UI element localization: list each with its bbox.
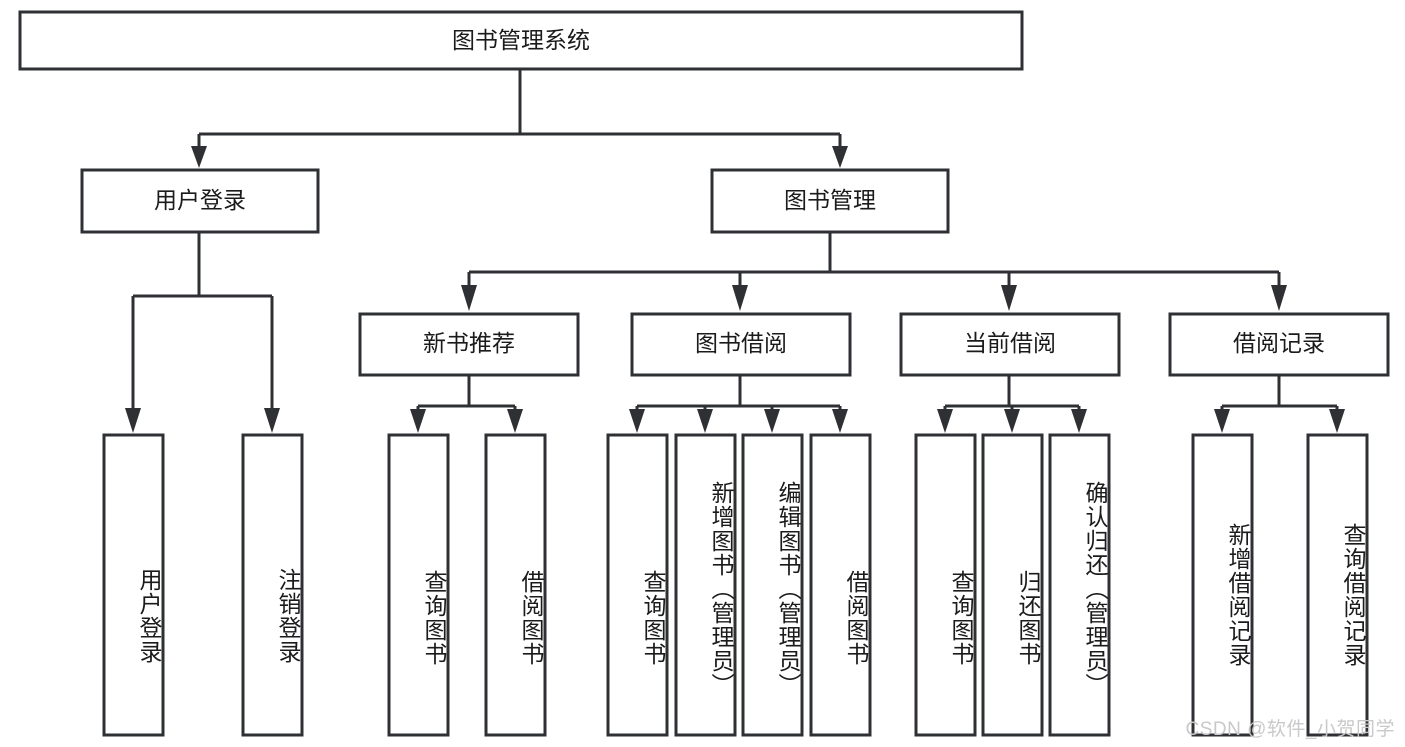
arrow-head-record-leaf-2	[1329, 409, 1345, 433]
node-leaf-add-borrow-record[interactable]	[1191, 433, 1254, 737]
node-root[interactable]	[18, 10, 1024, 71]
node-leaf-query-book-recommend[interactable]	[387, 433, 450, 737]
arrow-head-login	[191, 146, 207, 168]
arrow-head-level3-4	[1271, 285, 1287, 311]
arrow-head-borrow-leaf-4	[832, 409, 848, 433]
arrow-head-level3-1	[461, 285, 477, 311]
node-leaf-confirm-return-admin[interactable]	[1048, 433, 1111, 737]
node-book-borrow[interactable]	[630, 312, 852, 377]
node-book-management[interactable]	[710, 168, 950, 234]
node-leaf-query-book-borrow[interactable]	[606, 433, 669, 737]
node-leaf-add-book-admin[interactable]	[674, 433, 737, 737]
arrow-head-borrow-leaf-2	[697, 409, 713, 433]
arrow-head-newbook-leaf-1	[410, 409, 426, 433]
node-borrow-record[interactable]	[1168, 312, 1390, 377]
arrow-head-borrow-leaf-1	[629, 409, 645, 433]
node-leaf-return-book[interactable]	[981, 433, 1044, 737]
node-borrow-record-label: 借阅记录	[1233, 330, 1325, 356]
node-leaf-borrow-book-recommend[interactable]	[484, 433, 547, 737]
node-book-borrow-label: 图书借阅	[695, 330, 787, 356]
node-new-book-recommend-label: 新书推荐	[423, 330, 515, 356]
arrow-head-record-leaf-1	[1214, 409, 1230, 433]
arrow-head-level3-3	[1001, 285, 1017, 311]
node-leaf-query-borrow-record[interactable]	[1306, 433, 1369, 737]
node-root-label: 图书管理系统	[452, 27, 590, 53]
arrow-head-newbook-leaf-2	[507, 409, 523, 433]
node-new-book-recommend[interactable]	[358, 312, 580, 377]
node-user-login-label: 用户登录	[154, 187, 246, 213]
arrow-head-level3-2	[732, 285, 748, 311]
arrow-head-login-leaf-1	[125, 408, 141, 433]
arrow-head-borrow-leaf-3	[764, 409, 780, 433]
node-leaf-user-login[interactable]	[102, 433, 165, 737]
node-current-borrow-label: 当前借阅	[964, 330, 1056, 356]
node-user-login[interactable]	[80, 168, 320, 234]
node-leaf-borrow-book[interactable]	[809, 433, 872, 737]
arrow-head-current-leaf-3	[1071, 409, 1087, 433]
arrow-head-current-leaf-2	[1004, 409, 1020, 433]
node-leaf-query-book-current[interactable]	[914, 433, 977, 737]
node-leaf-edit-book-admin[interactable]	[741, 433, 804, 737]
node-book-management-label: 图书管理	[784, 187, 876, 213]
arrow-head-current-leaf-1	[937, 409, 953, 433]
node-current-borrow[interactable]	[899, 312, 1121, 377]
arrow-head-login-leaf-2	[264, 408, 280, 433]
watermark-text: CSDN @软件_小贺同学	[1185, 719, 1395, 740]
node-leaf-user-logout[interactable]	[241, 433, 304, 737]
arrow-head-bookmgmt	[832, 146, 848, 168]
